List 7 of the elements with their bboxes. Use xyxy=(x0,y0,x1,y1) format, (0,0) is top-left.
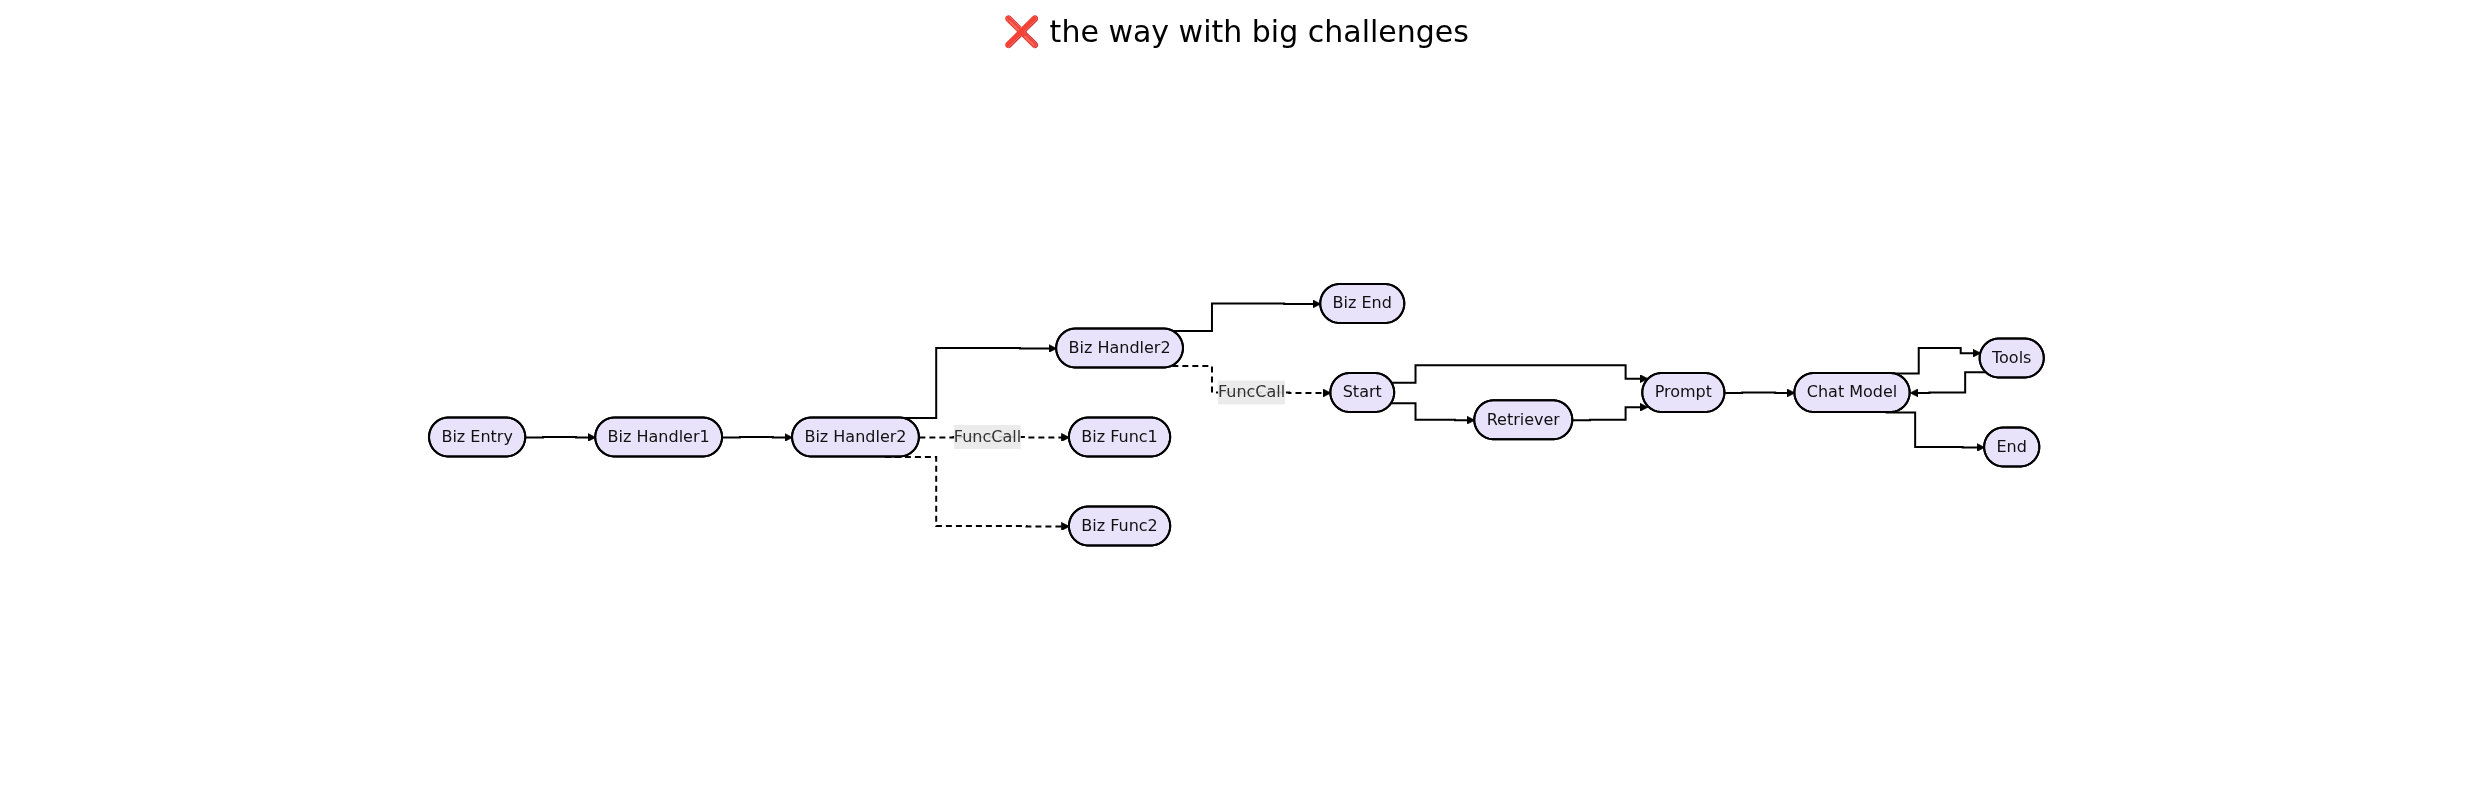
arrow xyxy=(1723,388,1795,398)
edge-label: FuncCall xyxy=(953,427,1021,447)
arrow xyxy=(1909,371,1987,398)
arrow xyxy=(1390,364,1648,384)
diagram-title: ❌ the way with big challenges xyxy=(1002,14,1470,49)
edge-label: FuncCall xyxy=(1217,382,1285,402)
arrow xyxy=(1571,403,1648,422)
